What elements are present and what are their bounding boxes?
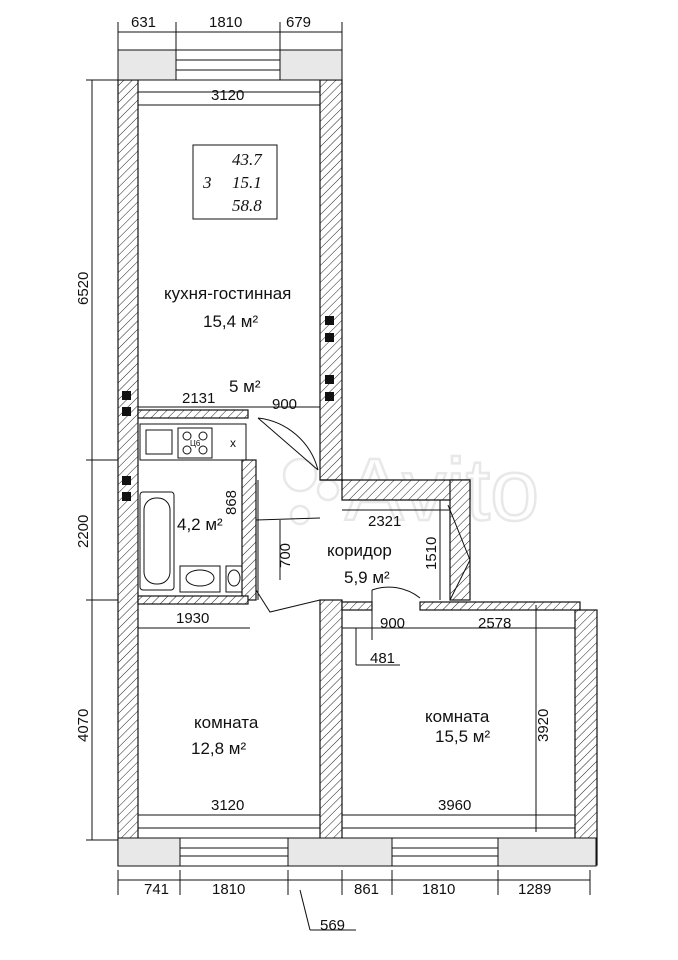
door-bedroom-left — [255, 589, 321, 613]
door-bath — [255, 517, 321, 560]
dim-corridor-depth: 1510 — [423, 537, 440, 570]
room-name-bedroom-right: комната — [425, 707, 490, 726]
summary-kitchen: 15.1 — [232, 173, 262, 192]
window-bottom-right — [391, 837, 499, 867]
dim-top-window: 1810 — [209, 14, 242, 31]
dim-top-window-right: 679 — [286, 14, 311, 31]
wall-left-outer — [117, 79, 139, 866]
doors — [255, 417, 471, 640]
dim-corridor-door: 900 — [380, 615, 405, 632]
washbasin — [179, 565, 221, 593]
dim-bedroom-right-top: 2578 — [478, 615, 511, 632]
dim-bottom-left-window: 1810 — [212, 881, 245, 898]
door-bedroom-right — [371, 586, 421, 640]
dim-kitchen-height: 6520 — [75, 272, 92, 305]
stove — [177, 427, 213, 459]
door-kitchen — [257, 417, 319, 471]
dim-bath-height: 2200 — [75, 515, 92, 548]
dim-top-window-left: 631 — [131, 14, 156, 31]
dim-bath-door: 700 — [277, 543, 294, 568]
dim-bottom-left-margin: 741 — [144, 881, 169, 898]
dim-bedroom-right-height: 3920 — [535, 709, 552, 742]
wall-bedroom-right-top2 — [419, 601, 581, 611]
dim-offset: 481 — [370, 650, 395, 667]
room-area-kitchen-living: 15,4 м² — [203, 312, 258, 331]
room-area-corridor: 5,9 м² — [344, 568, 390, 587]
wall-right-outer-upper — [449, 479, 471, 601]
bathroom-fixtures — [139, 491, 243, 593]
wall-bath-bottom — [137, 595, 249, 605]
room-name-bedroom-left: комната — [194, 713, 259, 732]
wall-kitchen-right — [319, 79, 343, 481]
room-area-kitchen-zone: 5 м² — [229, 377, 261, 396]
dimension-lines — [86, 22, 591, 931]
wall-bedroom-divider — [319, 599, 343, 866]
room-name-kitchen-living: кухня-гостинная — [164, 284, 291, 303]
dim-bottom-mid: 569 — [320, 917, 345, 934]
summary-rooms: 3 — [202, 173, 212, 192]
room-labels: кухня-гостинная 15,4 м² 5 м² 4,2 м² кори… — [164, 284, 490, 758]
dim-bottom-right-end: 1289 — [518, 881, 551, 898]
door-entry — [447, 504, 471, 601]
summary-box: 43.7 3 15.1 58.8 — [192, 144, 278, 220]
wall-kitchen-bottom — [137, 409, 249, 419]
summary-living: 43.7 — [232, 150, 263, 169]
dim-kitchen-door: 900 — [272, 396, 297, 413]
sink — [145, 429, 173, 455]
window-bottom-mid-wall — [287, 837, 393, 867]
dimension-labels: 631 1810 679 3120 6520 2200 4070 3920 21… — [75, 14, 552, 934]
dim-bedroom-right-bottom: 3960 — [438, 797, 471, 814]
kitchen-counter: Ц6 x — [139, 423, 247, 461]
wall-bath-right — [241, 459, 257, 601]
room-area-bedroom-left: 12,8 м² — [191, 739, 246, 758]
dim-bedroom-left-bottom: 3120 — [211, 797, 244, 814]
fixture-mark: x — [230, 436, 236, 450]
window-bottom-right-wall — [497, 837, 597, 867]
window-top-left-wall — [117, 49, 177, 81]
toilet — [225, 565, 243, 593]
bathtub — [139, 491, 175, 591]
window-top — [175, 49, 281, 81]
window-top-right-wall — [279, 49, 343, 81]
vent-markers — [122, 316, 334, 501]
dim-bottom-right-margin: 861 — [354, 881, 379, 898]
dim-bath-bottom: 1930 — [176, 610, 209, 627]
room-name-corridor: коридор — [327, 541, 392, 560]
dim-kitchen-bottom: 2131 — [182, 390, 215, 407]
dim-corridor-width: 2321 — [368, 513, 401, 530]
wall-corridor-top — [320, 479, 471, 501]
wall-right-outer — [574, 609, 598, 866]
room-area-bathroom: 4,2 м² — [177, 515, 223, 534]
stove-label: Ц6 — [190, 439, 201, 448]
room-area-bedroom-right: 15,5 м² — [435, 727, 490, 746]
window-bottom-left — [179, 837, 289, 867]
dim-kitchen-width: 3120 — [211, 87, 244, 104]
summary-total: 58.8 — [232, 196, 262, 215]
dim-bath-wall: 868 — [223, 490, 240, 515]
window-bottom-left-wall — [117, 837, 181, 867]
wall-bedroom-right-top — [341, 601, 373, 611]
dim-bottom-right-window: 1810 — [422, 881, 455, 898]
dim-bedroom-left-height: 4070 — [75, 709, 92, 742]
windows — [117, 49, 597, 867]
